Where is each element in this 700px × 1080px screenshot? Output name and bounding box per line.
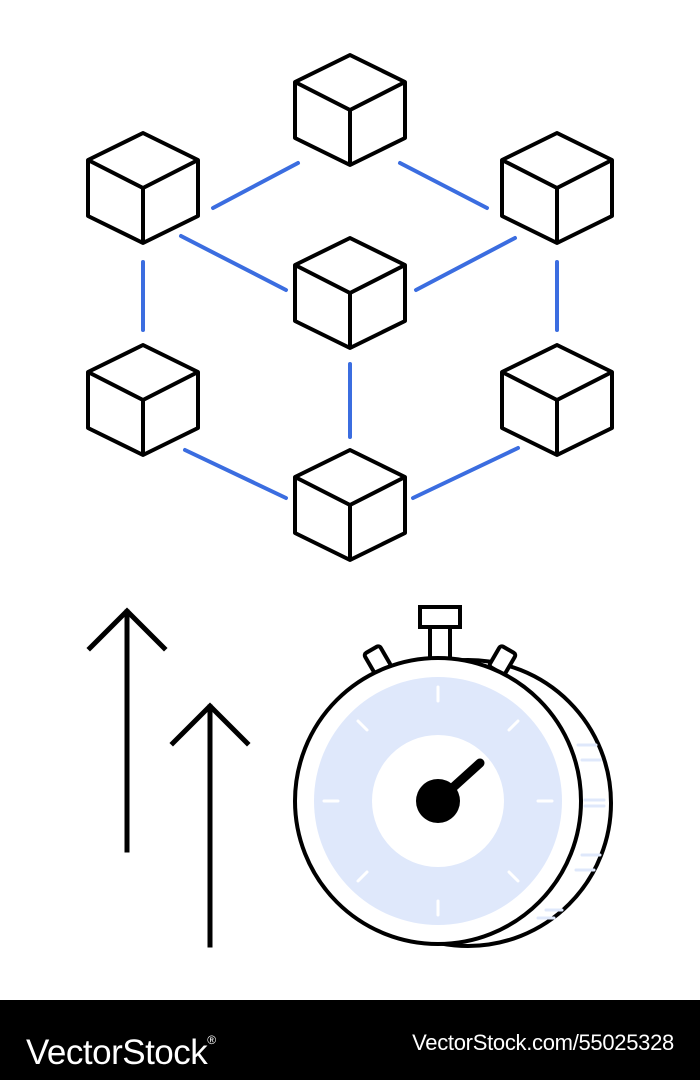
cube-icon [500, 343, 614, 457]
watermark-footer: VectorStock® VectorStock.com/55025328 [0, 1000, 700, 1080]
image-id-label: VectorStock.com/55025328 [412, 1030, 674, 1055]
cube-icon [293, 448, 407, 562]
stopwatch-icon [293, 605, 613, 948]
registered-mark: ® [207, 1033, 216, 1047]
arrow-up-icon [169, 702, 251, 948]
arrow-up-icon [86, 607, 168, 853]
stopwatch-ticks [322, 685, 554, 917]
cube-icon [500, 131, 614, 245]
connector-line [398, 161, 489, 210]
stopwatch-rim-grooves [536, 743, 606, 920]
connector-line [179, 234, 288, 292]
network-connectors [141, 161, 559, 500]
blockchain-speed-illustration [86, 53, 614, 948]
connector-line [411, 446, 520, 500]
cube-icon [293, 53, 407, 167]
stopwatch-crown [418, 605, 462, 629]
stopwatch-stem [428, 623, 452, 663]
connector-line [211, 161, 300, 210]
cube-icon [293, 236, 407, 350]
connector-line [183, 448, 288, 500]
brand-logo: VectorStock® [26, 1018, 216, 1075]
growth-arrows [86, 607, 251, 948]
brand-name: VectorStock [26, 1033, 208, 1072]
cube-icon [86, 343, 200, 457]
stopwatch-hub [416, 779, 460, 823]
cube-icon [86, 131, 200, 245]
network-blocks [86, 53, 614, 562]
connector-line [414, 236, 517, 292]
